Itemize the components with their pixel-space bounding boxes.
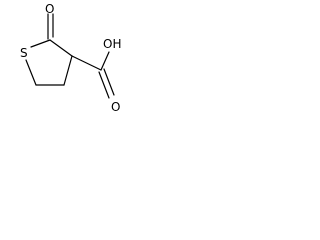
atom-acid-oxygen-label: O	[111, 100, 120, 114]
bond-cacid-oh	[100, 51, 110, 71]
bond-s-c2	[30, 39, 51, 48]
atom-sulfur-label: S	[20, 46, 28, 60]
bond-cacid-o-a	[98, 71, 110, 99]
atom-ketone-oxygen-label: O	[45, 2, 54, 16]
bond-c2-c3	[49, 39, 73, 57]
bond-cacid-o-b	[103, 68, 115, 96]
atom-hydroxyl-label: OH	[103, 37, 121, 51]
bond-c5-s	[25, 59, 37, 86]
molecule-diagram: S O OH O	[20, 2, 121, 114]
bond-c3-cacid	[71, 55, 102, 71]
bond-c3-c4	[63, 55, 73, 86]
